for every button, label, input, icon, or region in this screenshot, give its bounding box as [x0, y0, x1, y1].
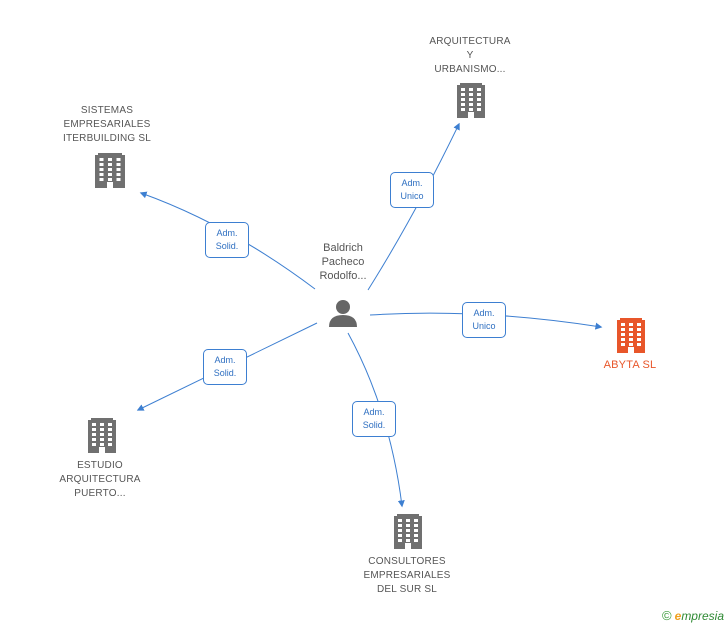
building-icon-estudio[interactable] — [88, 418, 116, 453]
copyright-symbol: © — [662, 608, 672, 623]
edge-role-line: Adm. — [363, 407, 385, 417]
company-label-line: ITERBUILDING SL — [62, 133, 152, 144]
edge-role-line: Solid. — [362, 420, 386, 430]
company-label-line: ABYTA SL — [603, 359, 657, 371]
person-name-line-2: Pacheco — [321, 256, 365, 268]
edge-role-line: Solid. — [213, 368, 237, 378]
building-icon-sistemas[interactable] — [95, 153, 125, 188]
company-label-line: EMPRESARIALES — [63, 119, 151, 130]
edge-role-line: Unico — [400, 191, 424, 201]
company-label-line: URBANISMO... — [434, 64, 506, 75]
company-label-line: PUERTO... — [74, 488, 126, 499]
company-label-line: ARQUITECTURA — [429, 36, 511, 47]
edge-role-line: Adm. — [214, 355, 236, 365]
company-label-sistemas[interactable]: SISTEMAS EMPRESARIALES ITERBUILDING SL — [52, 104, 162, 146]
person-name-line-1: Baldrich — [323, 242, 363, 254]
building-icon-abyta[interactable] — [617, 318, 645, 353]
company-label-line: ESTUDIO — [77, 460, 123, 471]
edge-label-arquitectura[interactable]: Adm. Unico — [390, 172, 434, 208]
company-label-line: DEL SUR SL — [377, 584, 437, 595]
edge-role-line: Solid. — [215, 241, 239, 251]
company-label-line: ARQUITECTURA — [59, 474, 141, 485]
company-label-line: EMPRESARIALES — [363, 570, 451, 581]
person-name[interactable]: Baldrich Pacheco Rodolfo... — [308, 241, 378, 283]
brand-logo: empresia — [675, 609, 724, 623]
brand-rest: mpresia — [681, 608, 724, 623]
company-label-line: SISTEMAS — [80, 105, 134, 116]
edge-role-line: Unico — [472, 321, 496, 331]
edge-to-arquitectura — [367, 122, 460, 291]
edge-label-consultores[interactable]: Adm. Solid. — [352, 401, 396, 437]
edge-label-sistemas[interactable]: Adm. Solid. — [205, 222, 249, 258]
edge-label-estudio[interactable]: Adm. Solid. — [203, 349, 247, 385]
edge-role-line: Adm. — [473, 308, 495, 318]
company-label-arquitectura[interactable]: ARQUITECTURA Y URBANISMO... — [418, 35, 522, 77]
person-name-line-3: Rodolfo... — [319, 270, 367, 282]
brand-footer[interactable]: © empresia — [662, 608, 724, 623]
company-label-line: Y — [466, 50, 474, 61]
company-label-estudio[interactable]: ESTUDIO ARQUITECTURA PUERTO... — [48, 459, 152, 501]
company-label-line: CONSULTORES — [368, 556, 446, 567]
edge-role-line: Adm. — [401, 178, 423, 188]
edge-role-line: Adm. — [216, 228, 238, 238]
company-label-consultores[interactable]: CONSULTORES EMPRESARIALES DEL SUR SL — [354, 555, 460, 597]
building-icon-consultores[interactable] — [394, 514, 422, 549]
edge-label-abyta[interactable]: Adm. Unico — [462, 302, 506, 338]
company-label-abyta[interactable]: ABYTA SL — [590, 358, 670, 372]
brand-initial: e — [674, 608, 682, 623]
building-icon-arquitectura[interactable] — [457, 83, 485, 118]
person-icon[interactable] — [329, 300, 357, 327]
